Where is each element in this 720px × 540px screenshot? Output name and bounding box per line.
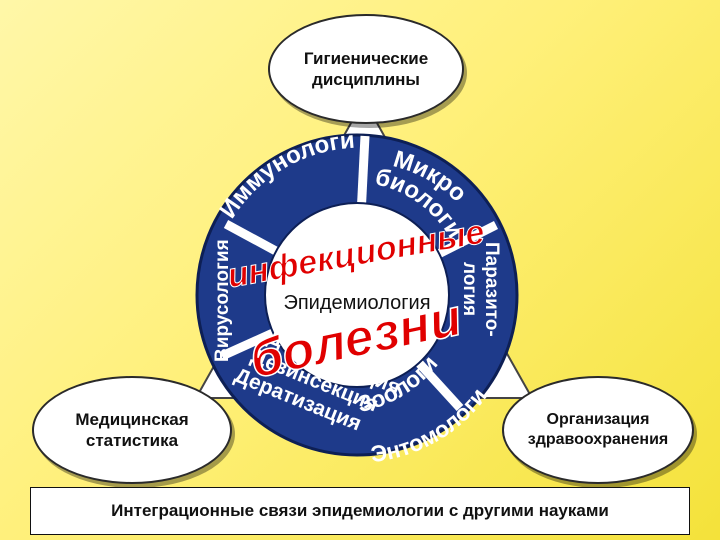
caption-text: Интеграционные связи эпидемиологии с дру… (111, 501, 609, 520)
oval-hygiene-disciplines: Гигиенические дисциплины (268, 14, 464, 124)
wheel-inner-disc (264, 202, 450, 388)
oval-hygiene-line2: дисциплины (312, 70, 420, 89)
center-word-epidemiology: Эпидемиология (283, 292, 430, 314)
oval-statistics-line1: Медицинская (75, 409, 189, 429)
oval-organization-line1: Организация (546, 411, 650, 428)
oval-health-organization: Организация здравоохранения (502, 376, 694, 484)
segment-parasitology-line2: логия (459, 262, 480, 316)
segment-parasitology-line1: Паразито- (481, 242, 502, 337)
oval-medical-statistics: Медицинская статистика (32, 376, 232, 484)
oval-statistics-line2: статистика (85, 431, 179, 450)
segment-virology: Вирусология (212, 239, 233, 362)
oval-hygiene-line1: Гигиенические (303, 48, 429, 68)
oval-organization-line2: здравоохранения (527, 431, 669, 448)
caption-box: Интеграционные связи эпидемиологии с дру… (30, 487, 690, 535)
